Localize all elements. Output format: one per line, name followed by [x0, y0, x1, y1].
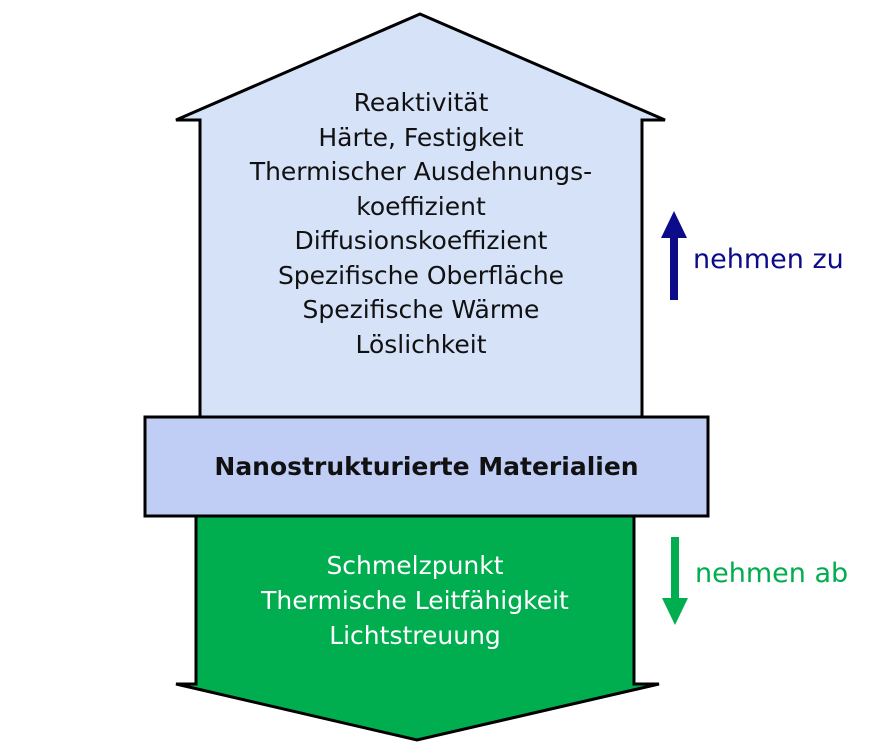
down-arrow-shape	[175, 514, 660, 742]
property-item: Thermischer Ausdehnungs-	[249, 157, 593, 186]
center-box-shape	[143, 415, 710, 518]
decreasing-properties-list: Schmelzpunkt Thermische Leitfähigkeit Li…	[196, 548, 634, 653]
arrow-up-icon	[661, 211, 687, 300]
property-item: Lichtstreuung	[329, 621, 501, 650]
property-item: Thermische Leitfähigkeit	[261, 586, 569, 615]
center-box-title: Nanostrukturierte Materialien	[214, 452, 639, 481]
property-item: koeffizient	[356, 191, 486, 221]
decrease-label: nehmen ab	[695, 558, 849, 589]
property-item: Härte, Festigkeit	[318, 122, 524, 152]
property-item: Reaktivität	[353, 88, 489, 117]
property-item: Löslichkeit	[355, 329, 487, 359]
property-item: Spezifische Wärme	[302, 295, 540, 324]
property-item: Diffusionskoeffizient	[294, 226, 548, 255]
arrow-down-icon	[662, 537, 688, 625]
property-item: Spezifische Oberfläche	[277, 260, 565, 290]
property-item: Schmelzpunkt	[326, 551, 504, 580]
increasing-properties-list: Reaktivität Härte, Festigkeit Thermische…	[200, 86, 642, 362]
increase-label: nehmen zu	[693, 244, 844, 275]
